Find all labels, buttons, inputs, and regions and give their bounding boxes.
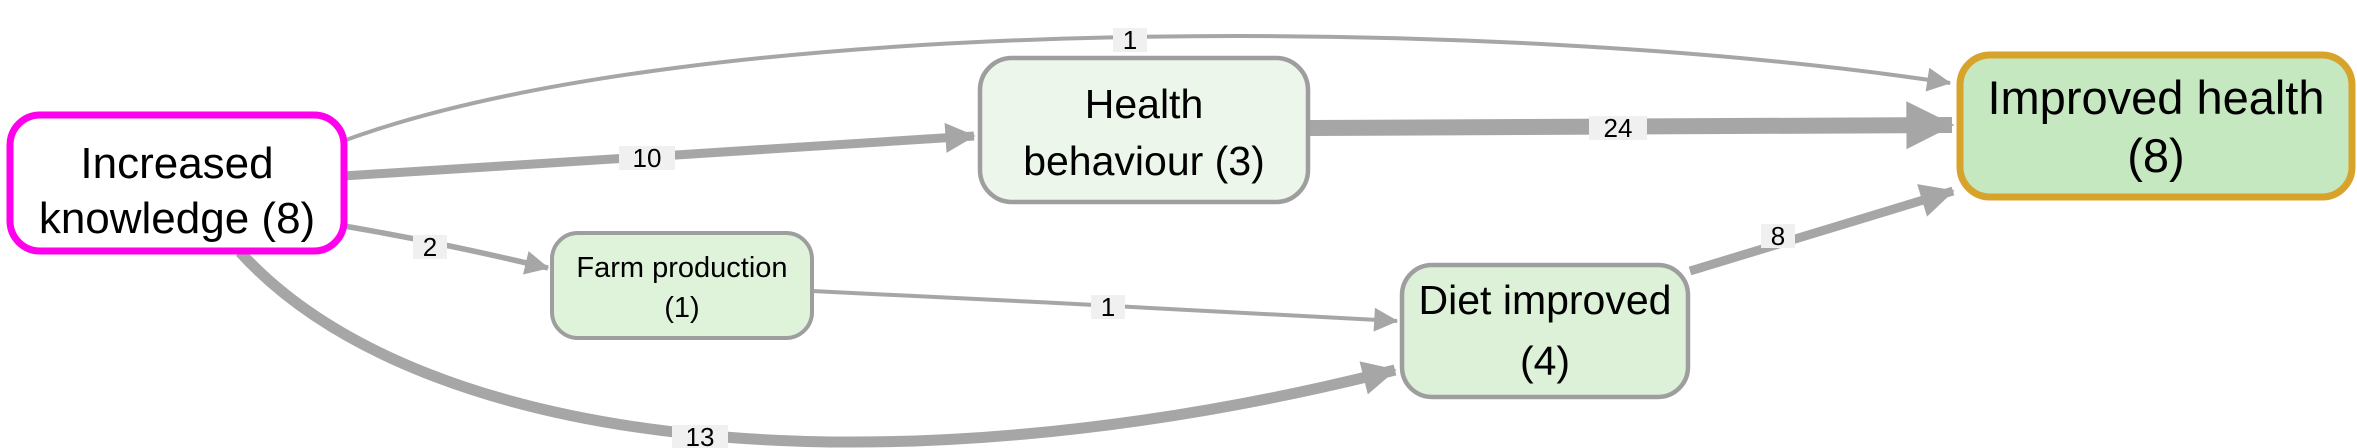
edge-weight-text: 10: [633, 143, 662, 173]
edge-weight-label: 10: [619, 143, 675, 173]
edge-label-bg: [413, 235, 447, 259]
node-health-behaviour[interactable]: Health behaviour (3): [977, 55, 1311, 205]
node-farm-production-label-line1: Farm production: [576, 252, 787, 284]
node-farm-production[interactable]: Farm production (1): [550, 231, 814, 340]
edge-diet-improved-to-improved-health[interactable]: [1688, 184, 1955, 276]
edge-label-bg: [1589, 116, 1647, 140]
edge-weight-text: 24: [1604, 113, 1633, 143]
node-improved-health-box[interactable]: [1956, 51, 2356, 201]
node-diet-improved-box[interactable]: [1399, 262, 1691, 400]
edge-weight-label: 13: [672, 422, 728, 448]
edge-weight-text: 8: [1771, 221, 1785, 251]
edge-weight-label: 1: [1091, 292, 1125, 322]
node-improved-health[interactable]: Improved health (8): [1956, 51, 2356, 201]
edge-label-bg: [1091, 295, 1125, 319]
edge-increased-knowledge-to-farm-production[interactable]: [343, 223, 550, 275]
node-diet-improved-label-line2: (4): [1520, 338, 1570, 384]
edge-weight-text: 1: [1123, 25, 1137, 55]
edge-weight-text: 1: [1101, 292, 1115, 322]
edge-label-bg: [619, 146, 675, 170]
node-farm-production-label-line2: (1): [664, 292, 699, 324]
edge-label-bg: [672, 425, 728, 448]
node-improved-health-label-line1: Improved health: [1987, 71, 2324, 124]
node-improved-health-label-line2: (8): [2127, 129, 2184, 182]
node-health-behaviour-box[interactable]: [977, 55, 1311, 205]
node-health-behaviour-label-line1: Health: [1085, 81, 1204, 127]
edge-increased-knowledge-to-diet-improved[interactable]: [235, 248, 1397, 448]
node-diet-improved[interactable]: Diet improved (4): [1399, 262, 1691, 400]
node-farm-production-box[interactable]: [550, 231, 814, 340]
node-increased-knowledge-label-line2: knowledge (8): [39, 194, 315, 243]
node-diet-improved-label-line1: Diet improved: [1419, 277, 1672, 323]
node-health-behaviour-label-line2: behaviour (3): [1023, 138, 1265, 184]
edge-labels-layer: 1 10 2 24 1 13 8: [413, 25, 1795, 448]
edge-label-bg: [1113, 28, 1147, 52]
node-increased-knowledge[interactable]: Increased knowledge (8): [6, 111, 348, 255]
node-increased-knowledge-label-line1: Increased: [80, 139, 273, 188]
edge-increased-knowledge-to-health-behaviour[interactable]: [342, 122, 976, 181]
edge-weight-text: 2: [423, 232, 437, 262]
edge-weight-label: 1: [1113, 25, 1147, 55]
edge-label-bg: [1761, 224, 1795, 248]
edge-weight-text: 13: [686, 422, 715, 448]
edge-weight-label: 8: [1761, 221, 1795, 251]
node-increased-knowledge-box[interactable]: [6, 111, 348, 255]
edge-weight-label: 24: [1589, 113, 1647, 143]
nodes-layer: Increased knowledge (8) Health behaviour…: [6, 51, 2356, 400]
edge-increased-knowledge-to-improved-health[interactable]: [342, 34, 1952, 143]
edge-weight-label: 2: [413, 232, 447, 262]
